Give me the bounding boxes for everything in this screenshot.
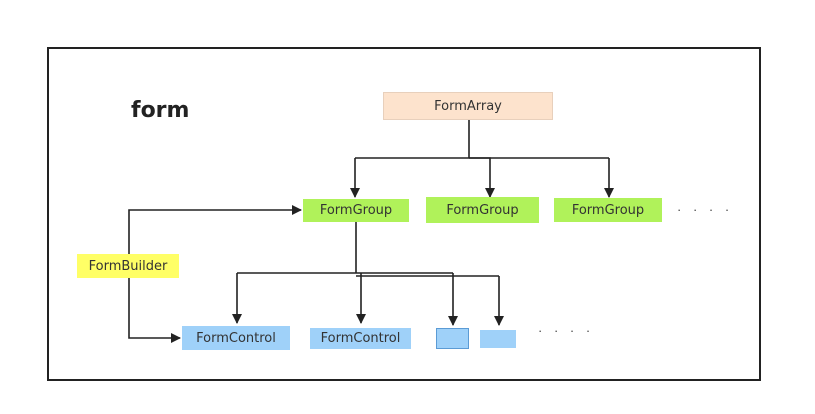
form-array-node: FormArray (383, 92, 553, 120)
form-group-node-3: FormGroup (554, 198, 662, 222)
form-group-node-2: FormGroup (426, 197, 539, 223)
edge-array-group-2 (469, 157, 495, 198)
edge-builder-group (128, 205, 302, 254)
diagram-title: form (131, 98, 190, 123)
form-control-ellipsis: · · · · (538, 323, 595, 338)
form-control-node-4 (480, 330, 516, 348)
form-control-node-3 (436, 328, 469, 349)
diagram-frame (47, 47, 761, 381)
form-control-node-1: FormControl (182, 326, 290, 350)
form-builder-node: FormBuilder (77, 254, 179, 278)
form-control-node-2: FormControl (310, 328, 411, 349)
edge-builder-control (128, 278, 181, 343)
form-group-node-1: FormGroup (303, 199, 409, 222)
form-group-ellipsis: · · · · (677, 202, 734, 217)
